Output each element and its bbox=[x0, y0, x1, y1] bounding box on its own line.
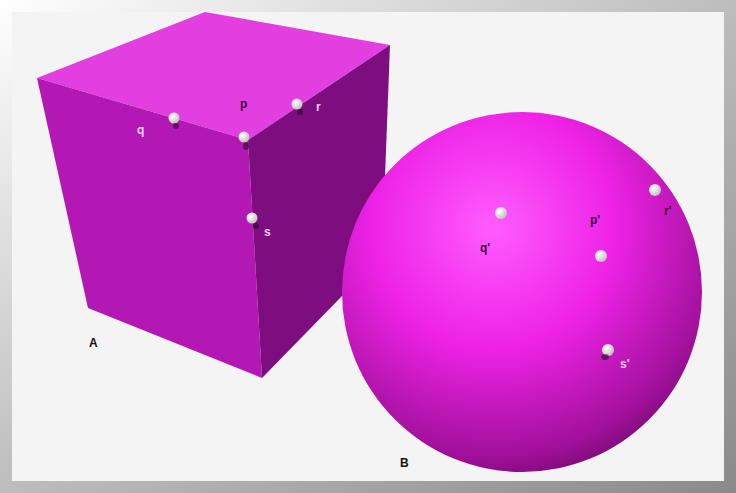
marker-dots bbox=[169, 99, 662, 357]
point-label: r' bbox=[664, 205, 672, 217]
ground bbox=[12, 12, 724, 481]
point-label: r bbox=[316, 101, 321, 113]
point-label: q' bbox=[480, 242, 490, 254]
cube-left-face bbox=[37, 78, 262, 378]
point-label: q bbox=[137, 124, 144, 136]
point-label: p' bbox=[590, 214, 600, 226]
sphere bbox=[342, 112, 702, 472]
figure-label: A bbox=[89, 337, 98, 349]
figure-label: B bbox=[400, 457, 409, 469]
point-label: s bbox=[264, 226, 271, 238]
point-label: p bbox=[240, 98, 247, 110]
point-label: s' bbox=[620, 358, 630, 370]
